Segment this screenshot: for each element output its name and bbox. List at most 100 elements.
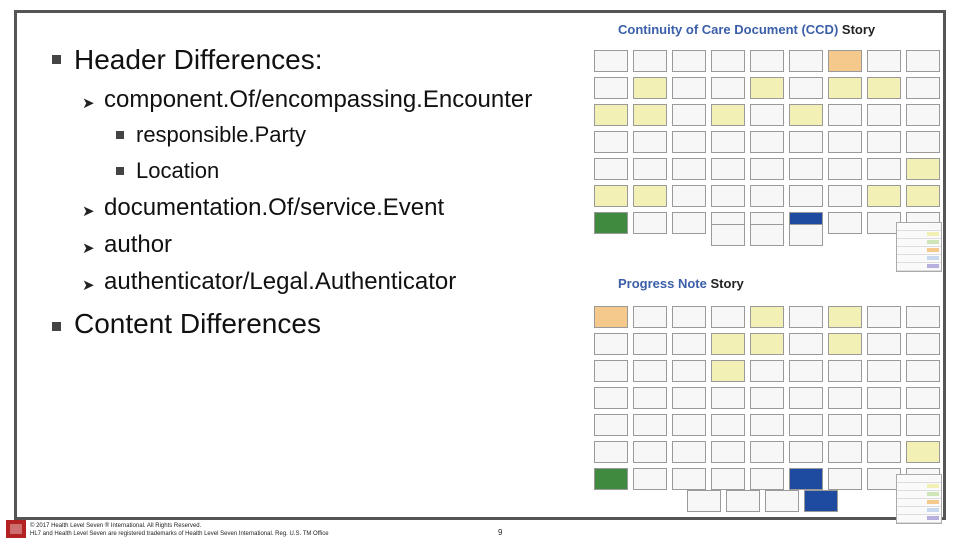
story-cell — [711, 77, 745, 99]
story-cell — [633, 131, 667, 153]
arrow-bullet-icon: ➤ — [82, 95, 95, 112]
story-cell — [789, 185, 823, 207]
footer-copyright: © 2017 Health Level Seven ® Internationa… — [30, 522, 329, 538]
legend-row — [897, 239, 941, 247]
story-cell — [828, 158, 862, 180]
story-cell — [867, 414, 901, 436]
story-cell — [672, 306, 706, 328]
story-cell — [750, 306, 784, 328]
story-cell — [711, 131, 745, 153]
story-cell — [711, 414, 745, 436]
story-cell — [633, 333, 667, 355]
story-cell — [867, 185, 901, 207]
bullet-square-icon — [52, 55, 61, 64]
story-cell — [750, 50, 784, 72]
ccd-story-grid — [594, 50, 940, 234]
story-cell — [672, 185, 706, 207]
ccd-legend — [896, 222, 942, 272]
story-cell — [711, 224, 745, 246]
story-cell — [750, 360, 784, 382]
progress-story-title: Progress Note Story — [618, 276, 744, 291]
bullet-content-differences: Content Differences — [74, 308, 321, 339]
story-cell — [906, 360, 940, 382]
story-cell — [750, 224, 784, 246]
legend-row — [897, 255, 941, 263]
story-cell — [828, 50, 862, 72]
bullet-square-icon — [52, 322, 61, 331]
arrow-bullet-icon: ➤ — [82, 277, 95, 294]
story-cell — [906, 104, 940, 126]
story-cell — [867, 131, 901, 153]
story-cell — [828, 131, 862, 153]
story-cell — [711, 333, 745, 355]
story-cell — [594, 158, 628, 180]
story-cell — [711, 387, 745, 409]
story-cell — [867, 306, 901, 328]
story-cell — [828, 333, 862, 355]
arrow-bullet-icon: ➤ — [82, 240, 95, 257]
story-cell — [672, 414, 706, 436]
story-cell — [906, 77, 940, 99]
story-cell — [750, 185, 784, 207]
story-cell — [789, 158, 823, 180]
story-cell — [750, 333, 784, 355]
story-cell — [594, 77, 628, 99]
story-cell — [867, 158, 901, 180]
legend-row — [897, 263, 941, 271]
ccd-story-grid-extra — [711, 224, 823, 246]
bullet-square-icon — [116, 131, 124, 139]
bullet-documentation-of: documentation.Of/service.Event — [104, 194, 445, 221]
story-cell — [711, 360, 745, 382]
legend-row — [897, 499, 941, 507]
story-cell — [633, 77, 667, 99]
story-cell — [633, 441, 667, 463]
story-cell — [828, 185, 862, 207]
bullet-author: author — [104, 231, 173, 258]
story-cell — [828, 360, 862, 382]
story-cell — [906, 158, 940, 180]
story-cell — [906, 131, 940, 153]
story-cell — [750, 104, 784, 126]
story-cell — [765, 490, 799, 512]
story-cell — [906, 50, 940, 72]
story-cell — [789, 77, 823, 99]
story-cell — [633, 468, 667, 490]
story-cell — [867, 77, 901, 99]
story-cell — [750, 441, 784, 463]
story-cell — [867, 104, 901, 126]
story-cell — [789, 387, 823, 409]
story-cell — [672, 131, 706, 153]
story-cell — [828, 441, 862, 463]
story-cell — [828, 468, 862, 490]
legend-row — [897, 475, 941, 483]
story-cell — [594, 131, 628, 153]
progress-story-grid — [594, 306, 940, 490]
page-number: 9 — [498, 528, 503, 537]
bullet-square-icon — [116, 167, 124, 175]
story-cell — [750, 468, 784, 490]
legend-row — [897, 247, 941, 255]
story-cell — [828, 387, 862, 409]
legend-row — [897, 507, 941, 515]
story-cell — [828, 306, 862, 328]
story-cell — [726, 490, 760, 512]
story-cell — [633, 306, 667, 328]
legend-row — [897, 223, 941, 231]
story-cell — [711, 441, 745, 463]
story-cell — [672, 387, 706, 409]
story-cell — [789, 224, 823, 246]
story-cell — [633, 185, 667, 207]
bullet-header-differences: Header Differences: — [74, 44, 323, 75]
story-cell — [867, 333, 901, 355]
story-cell — [906, 333, 940, 355]
story-cell — [789, 131, 823, 153]
hl7-logo-icon — [6, 520, 26, 538]
story-cell — [672, 158, 706, 180]
story-cell — [672, 441, 706, 463]
bullet-responsible-party: responsible.Party — [136, 122, 306, 147]
story-cell — [672, 104, 706, 126]
story-cell — [789, 468, 823, 490]
slide-frame — [14, 10, 946, 520]
story-cell — [906, 414, 940, 436]
story-cell — [672, 212, 706, 234]
